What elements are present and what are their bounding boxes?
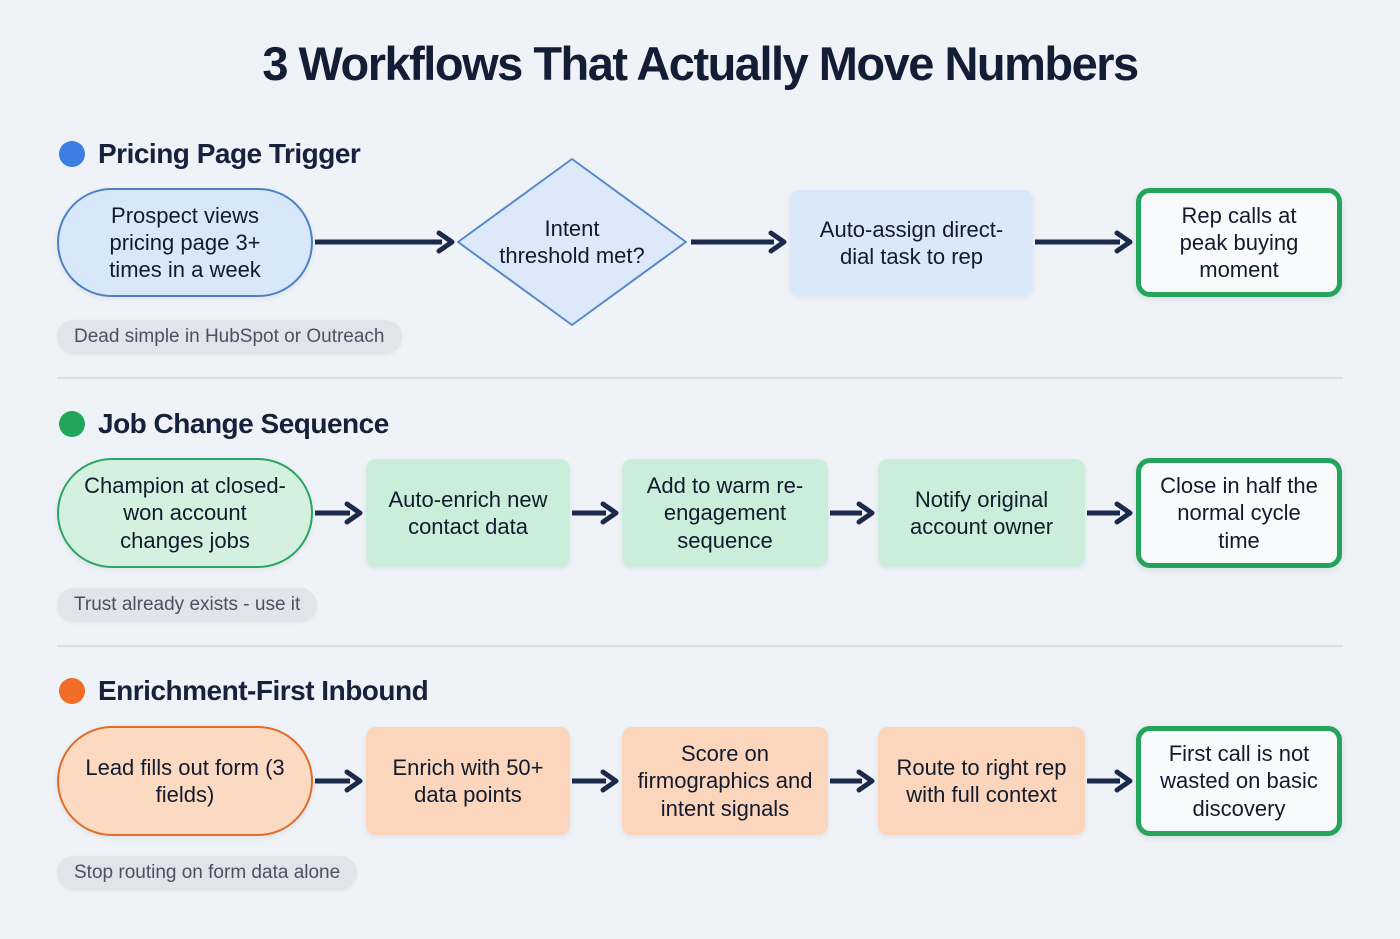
workflow-1-step-label: Auto-assign direct-dial task to rep	[819, 216, 1004, 269]
workflow-3-step-node: Enrich with 50+ data points	[366, 727, 570, 835]
workflow-3-heading-label: Enrichment-First Inbound	[98, 675, 429, 706]
workflow-2-step-label: Auto-enrich new contact data	[388, 486, 548, 539]
workflow-2-step-node: Notify original account owner	[878, 459, 1085, 567]
workflow-2-start-node: Champion at closed-won account changes j…	[57, 458, 313, 568]
green-dot-icon	[59, 411, 85, 437]
workflow-2-outcome-node: Close in half the normal cycle time	[1136, 458, 1342, 568]
page-title: 3 Workflows That Actually Move Numbers	[262, 37, 1139, 90]
workflow-2-heading-label: Job Change Sequence	[98, 408, 389, 439]
arrow-icon	[315, 230, 455, 254]
workflow-1-start-label: Prospect views pricing page 3+ times in …	[109, 202, 261, 283]
arrow-icon	[1087, 501, 1133, 525]
workflow-2-start-label: Champion at closed-won account changes j…	[84, 473, 286, 553]
workflow-1-decision-label: Intent threshold met?	[499, 215, 645, 268]
workflow-3-step-label: Enrich with 50+ data points	[392, 754, 544, 807]
workflow-1-outcome-label: Rep calls at peak buying moment	[1179, 202, 1299, 283]
arrow-icon	[1035, 230, 1133, 254]
arrow-icon	[830, 769, 875, 793]
workflow-2-heading: Job Change Sequence	[59, 408, 389, 440]
arrow-icon	[1087, 769, 1133, 793]
diamond-shape	[457, 158, 687, 326]
workflow-3-outcome-node: First call is not wasted on basic discov…	[1136, 726, 1342, 836]
workflow-1-note-badge: Dead simple in HubSpot or Outreach	[57, 320, 402, 354]
workflow-3-step-node: Score on firmographics and intent signal…	[622, 727, 828, 835]
workflow-3-step-label: Score on firmographics and intent signal…	[637, 741, 813, 821]
section-divider	[57, 377, 1343, 379]
workflow-1-decision-node: Intent threshold met?	[455, 156, 689, 328]
workflow-2-note-badge: Trust already exists - use it	[57, 588, 318, 622]
blue-dot-icon	[59, 141, 85, 167]
workflow-3-note-badge: Stop routing on form data alone	[57, 856, 358, 890]
workflow-1-note-text: Dead simple in HubSpot or Outreach	[74, 326, 385, 347]
workflow-3-start-node: Lead fills out form (3 fields)	[57, 726, 313, 836]
workflow-1-step-node: Auto-assign direct-dial task to rep	[790, 190, 1033, 296]
workflow-3-note-text: Stop routing on form data alone	[74, 862, 341, 883]
workflow-3-outcome-label: First call is not wasted on basic discov…	[1160, 741, 1318, 821]
orange-dot-icon	[59, 678, 85, 704]
workflow-1-heading: Pricing Page Trigger	[59, 138, 361, 170]
workflow-2-step-node: Auto-enrich new contact data	[366, 459, 570, 567]
workflow-3-step-node: Route to right rep with full context	[878, 727, 1085, 835]
workflow-3-heading: Enrichment-First Inbound	[59, 675, 429, 707]
arrow-icon	[572, 769, 619, 793]
arrow-icon	[691, 230, 787, 254]
workflow-2-step-label: Notify original account owner	[909, 486, 1054, 539]
arrow-icon	[315, 769, 363, 793]
workflow-3-step-label: Route to right rep with full context	[896, 754, 1067, 807]
workflow-2-outcome-label: Close in half the normal cycle time	[1160, 473, 1318, 553]
workflow-2-step-node: Add to warm re-engagement sequence	[622, 459, 828, 567]
section-divider	[57, 645, 1343, 647]
workflow-1-outcome-node: Rep calls at peak buying moment	[1136, 188, 1342, 297]
arrow-icon	[572, 501, 619, 525]
arrow-icon	[315, 501, 363, 525]
workflow-2-note-text: Trust already exists - use it	[74, 594, 301, 615]
workflow-1-start-node: Prospect views pricing page 3+ times in …	[57, 188, 313, 297]
workflow-1-heading-label: Pricing Page Trigger	[98, 138, 361, 169]
arrow-icon	[830, 501, 875, 525]
workflow-3-start-label: Lead fills out form (3 fields)	[85, 754, 285, 807]
workflow-2-step-label: Add to warm re-engagement sequence	[646, 473, 804, 553]
